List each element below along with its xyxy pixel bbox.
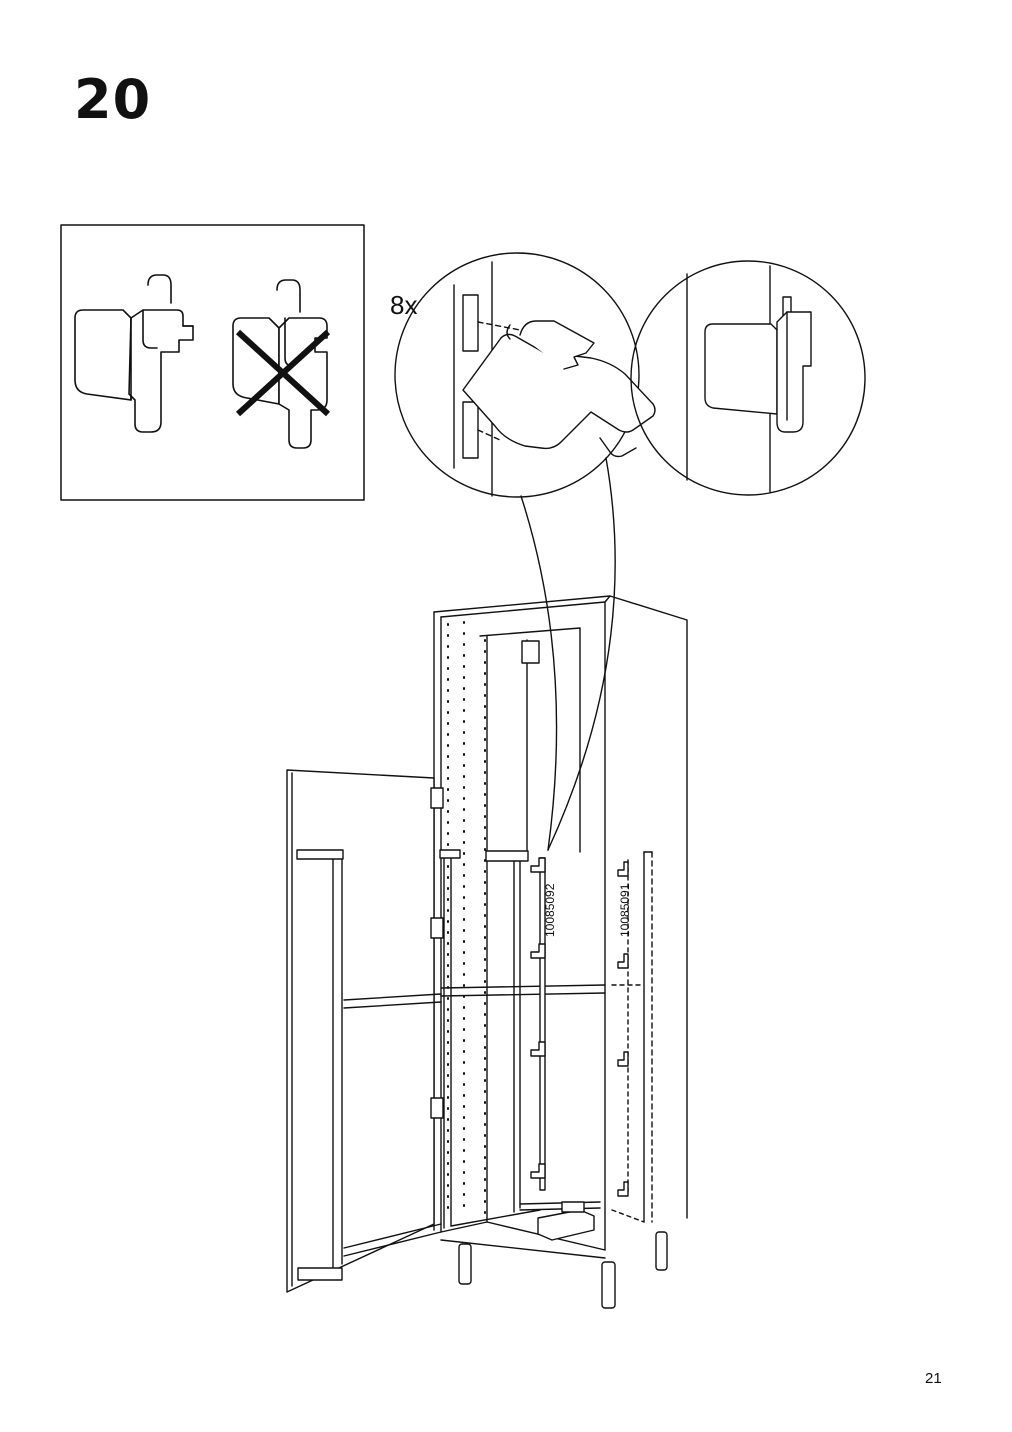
tall-cabinet: [433, 595, 688, 1309]
pullout-frame: [439, 849, 606, 1241]
orientation-inset: [60, 224, 365, 501]
incorrect-clip-icon: [232, 279, 328, 449]
rail-right: [611, 851, 653, 1223]
rail-left: [530, 857, 546, 1191]
page-number: 21: [925, 1370, 942, 1387]
detail-circle-installed: [630, 260, 866, 496]
step-number: 20: [74, 68, 152, 131]
correct-clip-icon: [74, 274, 194, 433]
detail-circle-insert: [394, 252, 656, 498]
incorrect-cross-icon: [235, 329, 331, 417]
part-number-right-rail: 10085091: [618, 883, 632, 937]
quantity-label: 8x: [390, 290, 418, 320]
part-number-left-rail: 10085092: [543, 883, 557, 937]
cabinet-door: [286, 769, 444, 1293]
callout-arrow: [520, 457, 616, 851]
